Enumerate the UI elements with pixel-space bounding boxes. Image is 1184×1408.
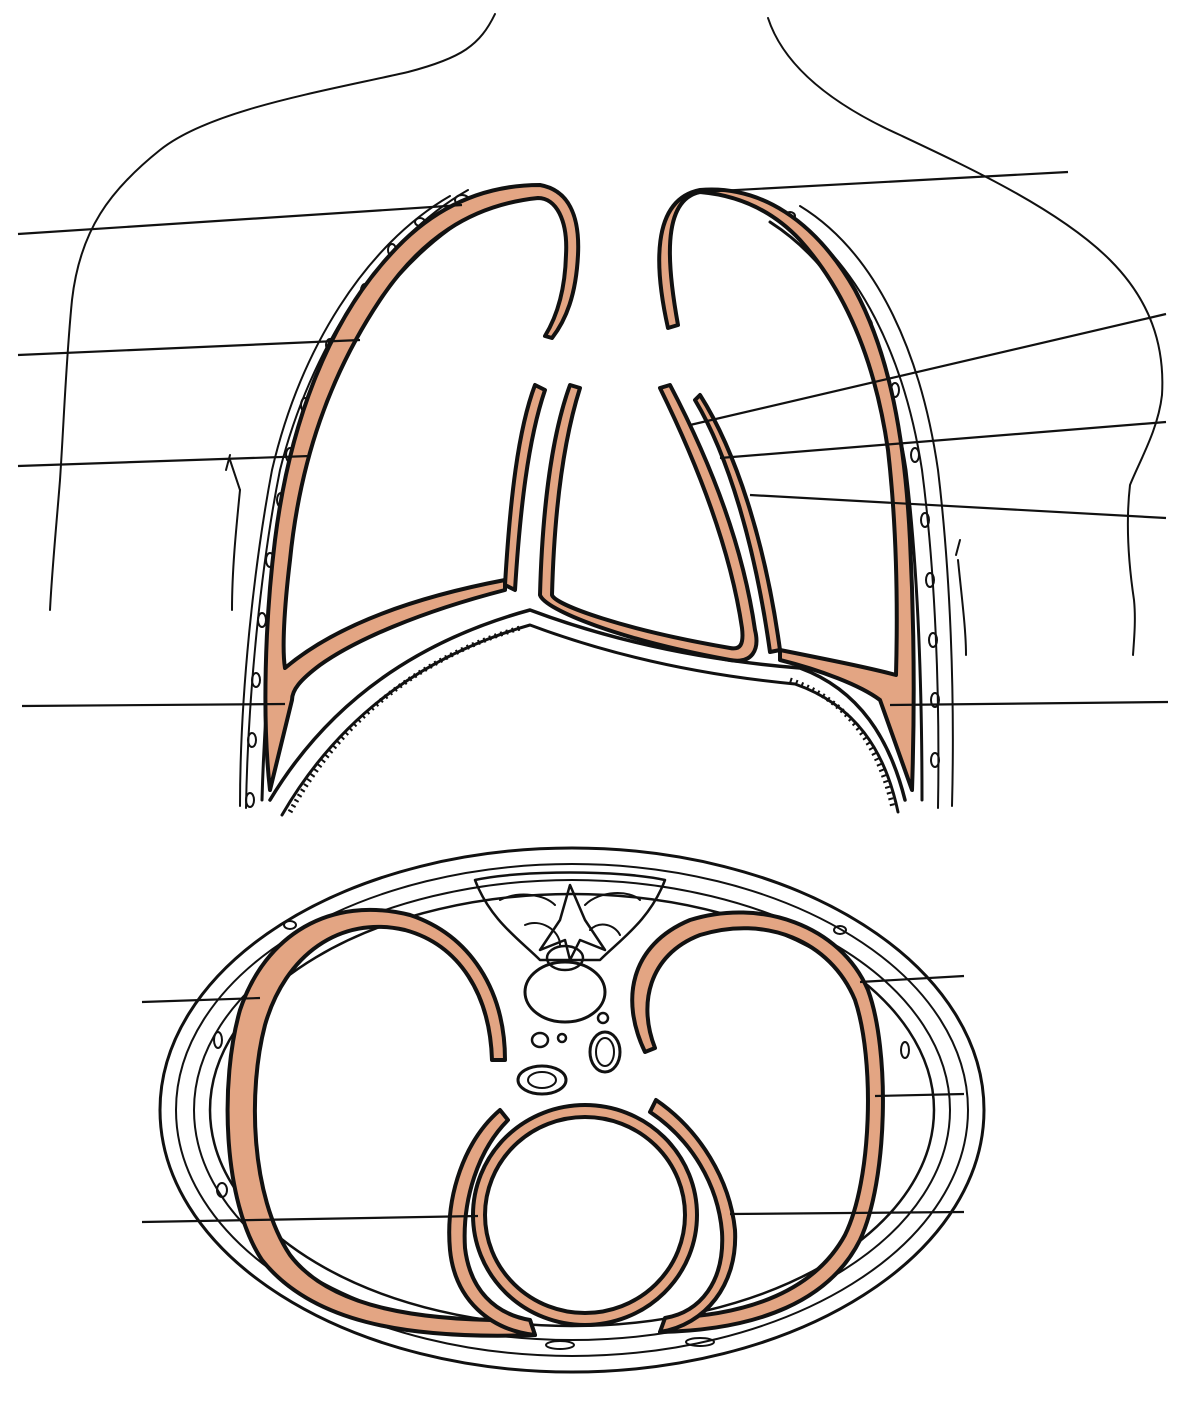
mediastinal-pleura bbox=[503, 383, 782, 663]
vertebral-body bbox=[523, 960, 607, 1024]
pericardium bbox=[447, 1098, 738, 1337]
leader-line bbox=[17, 454, 311, 468]
vertebral-region bbox=[473, 871, 667, 1096]
parietal-pleura-left bbox=[263, 183, 581, 792]
leader-line bbox=[141, 996, 261, 1004]
coronal-section bbox=[17, 13, 1169, 817]
diaphragm bbox=[268, 608, 907, 817]
vessel bbox=[530, 1031, 550, 1049]
spinal-cord bbox=[545, 944, 585, 972]
leader-line bbox=[17, 338, 361, 357]
leader-line bbox=[699, 170, 1069, 194]
vessel bbox=[596, 1011, 610, 1025]
leader-line bbox=[889, 700, 1169, 707]
parietal-pleura-right-shape bbox=[657, 187, 916, 792]
leader-line bbox=[17, 203, 463, 236]
coronal-leaders bbox=[17, 170, 1169, 708]
leader-line bbox=[689, 312, 1167, 427]
leader-line bbox=[141, 1214, 479, 1224]
rib-marks-transverse bbox=[213, 920, 910, 1350]
parietal-pleura-left-shape bbox=[263, 183, 581, 792]
transverse-leaders bbox=[141, 974, 965, 1224]
leader-line bbox=[874, 1092, 965, 1098]
leader-line bbox=[729, 1210, 965, 1216]
chest-wall-right bbox=[768, 205, 954, 809]
leader-line bbox=[749, 493, 1167, 520]
leader-line bbox=[21, 702, 286, 708]
esophagus bbox=[516, 1064, 568, 1096]
transverse-section bbox=[141, 846, 986, 1374]
aorta bbox=[588, 1030, 622, 1074]
thoracic-wall-rings bbox=[158, 846, 986, 1374]
leader-line bbox=[859, 974, 965, 984]
body-outline bbox=[49, 13, 1164, 656]
leader-line bbox=[719, 420, 1167, 460]
heart bbox=[483, 1115, 687, 1315]
parietal-pleura-right bbox=[657, 187, 916, 792]
vessel bbox=[556, 1032, 568, 1044]
